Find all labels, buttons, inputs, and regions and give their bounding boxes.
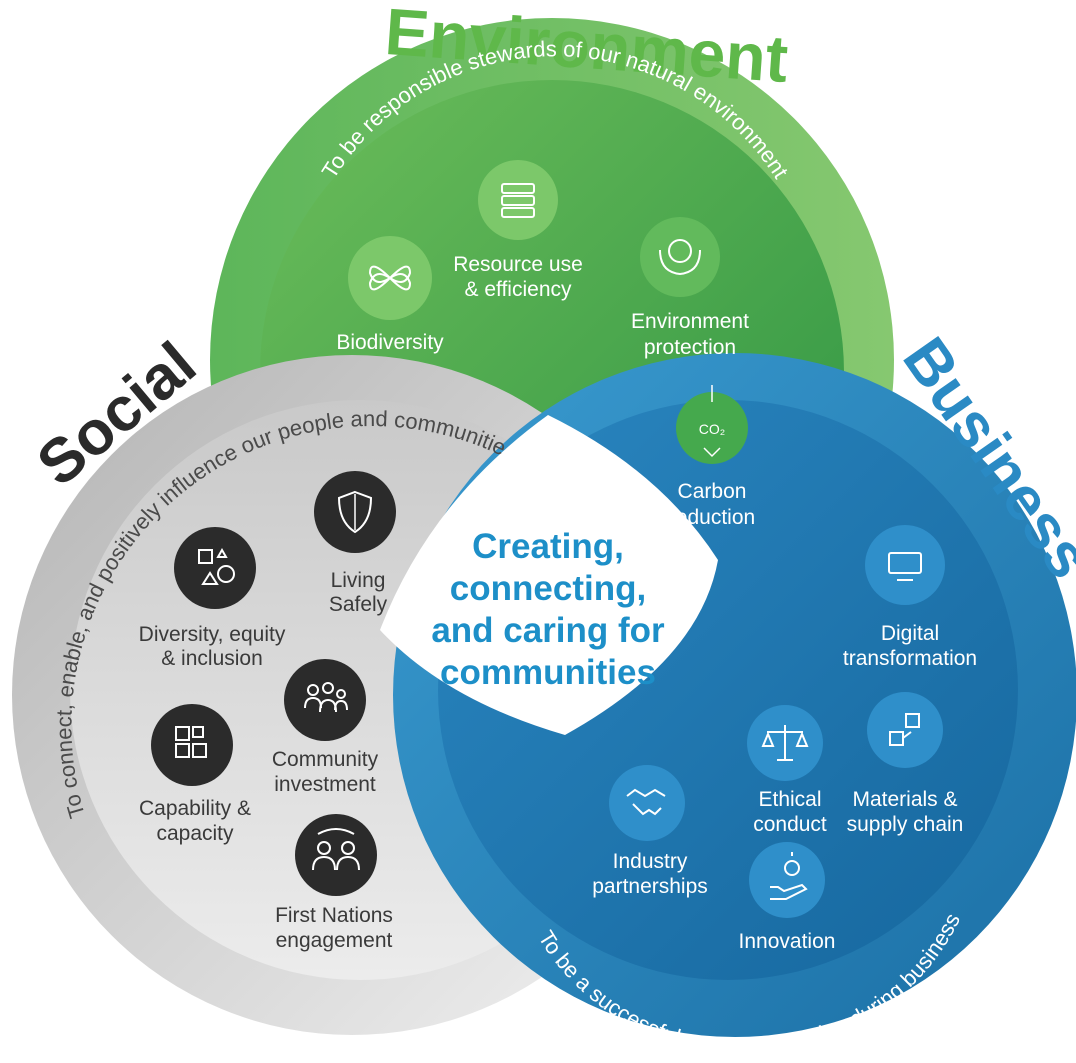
- env-item-environment-protection: Environment protection: [631, 217, 749, 359]
- hands-globe-icon: [640, 217, 720, 297]
- bus-item-materials: Materials & supply chain: [847, 692, 964, 836]
- svg-text:conduct: conduct: [753, 813, 827, 836]
- svg-text:Ethical: Ethical: [758, 788, 821, 811]
- bus-item-digital: Digital transformation: [843, 525, 977, 670]
- svg-text:Biodiversity: Biodiversity: [336, 331, 444, 354]
- bus-item-innovation: Innovation: [739, 842, 836, 953]
- svg-text:Diversity, equity: Diversity, equity: [139, 623, 286, 646]
- svg-text:Resource use: Resource use: [453, 253, 583, 276]
- env-item-carbon-reduction: CO₂ Carbon reduction: [669, 385, 755, 529]
- svg-text:Materials &: Materials &: [852, 788, 957, 811]
- svg-text:Living: Living: [331, 569, 386, 592]
- svg-text:Capability &: Capability &: [139, 797, 251, 820]
- soc-item-living-safely: Living Safely: [314, 471, 396, 616]
- lightbulb-hand-icon: [749, 842, 825, 918]
- soc-item-first-nations: First Nations engagement: [275, 814, 393, 952]
- svg-text:Innovation: Innovation: [739, 930, 836, 953]
- soc-item-diversity: Diversity, equity & inclusion: [139, 527, 286, 670]
- svg-text:CO₂: CO₂: [699, 421, 725, 437]
- svg-text:Digital: Digital: [881, 622, 939, 645]
- env-item-resource-use: Resource use & efficiency: [453, 160, 583, 301]
- svg-text:supply chain: supply chain: [847, 813, 964, 836]
- monitor-icon: [865, 525, 945, 605]
- svg-text:protection: protection: [644, 336, 736, 359]
- handshake-icon: [609, 765, 685, 841]
- svg-text:engagement: engagement: [276, 929, 393, 952]
- svg-text:Carbon: Carbon: [678, 480, 747, 503]
- svg-text:& efficiency: & efficiency: [465, 278, 572, 301]
- svg-text:Environment: Environment: [631, 310, 749, 333]
- svg-text:partnerships: partnerships: [592, 875, 708, 898]
- svg-text:communities: communities: [440, 653, 656, 692]
- bus-item-ethical: Ethical conduct: [747, 705, 827, 836]
- two-people-icon: [295, 814, 377, 896]
- server-stack-icon: [478, 160, 558, 240]
- svg-text:capacity: capacity: [156, 822, 234, 845]
- svg-text:transformation: transformation: [843, 647, 977, 670]
- svg-text:& inclusion: & inclusion: [161, 647, 263, 670]
- svg-text:reduction: reduction: [669, 506, 755, 529]
- shapes-icon: [174, 527, 256, 609]
- svg-text:Community: Community: [272, 748, 379, 771]
- center-shape: [380, 415, 718, 735]
- svg-text:Creating,: Creating,: [472, 527, 624, 566]
- svg-text:connecting,: connecting,: [450, 569, 646, 608]
- svg-text:Industry: Industry: [613, 850, 688, 873]
- svg-text:and caring for: and caring for: [431, 611, 665, 650]
- svg-text:First Nations: First Nations: [275, 904, 393, 927]
- svg-text:Safely: Safely: [329, 593, 388, 616]
- svg-text:investment: investment: [274, 773, 376, 796]
- soc-item-community-investment: Community investment: [272, 659, 379, 796]
- env-item-biodiversity: Biodiversity: [336, 236, 444, 354]
- co2-down-icon: [676, 392, 748, 464]
- bus-item-industry: Industry partnerships: [592, 765, 708, 898]
- steps-icon: [867, 692, 943, 768]
- soc-item-capability: Capability & capacity: [139, 704, 251, 845]
- center-statement: Creating, connecting, and caring for com…: [431, 527, 665, 692]
